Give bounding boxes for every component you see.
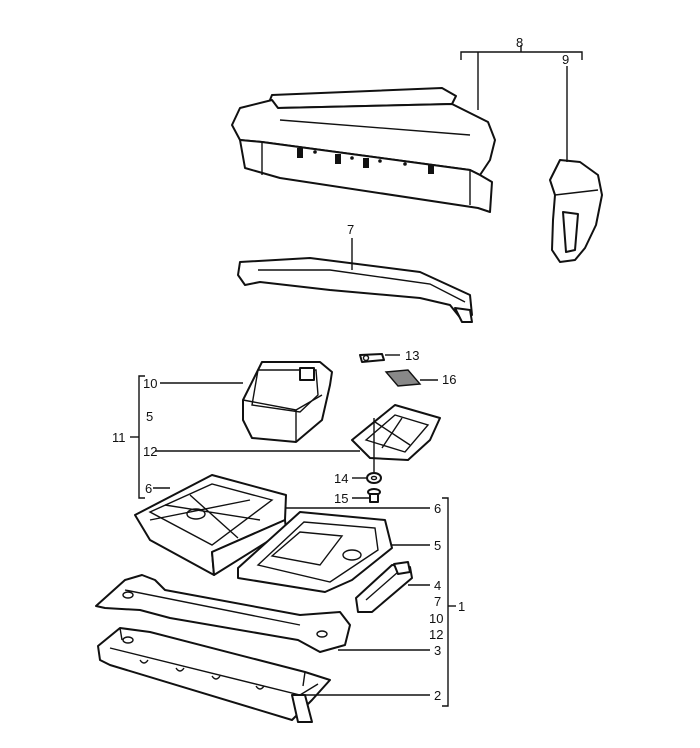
leader-lines (130, 45, 583, 707)
cross-member (237, 257, 473, 323)
callout-6-right: 6 (434, 501, 441, 516)
floor-tray (237, 511, 393, 593)
callout-6-left: 6 (145, 481, 152, 496)
clip-part (359, 353, 385, 363)
callout-8: 8 (516, 35, 523, 50)
callout-15: 15 (334, 491, 348, 506)
callout-2: 2 (434, 688, 441, 703)
callout-10-right: 10 (429, 611, 443, 626)
callout-13: 13 (405, 348, 419, 363)
floor-cross-member (95, 574, 351, 653)
foam-pad (384, 369, 422, 387)
bolt (367, 488, 381, 503)
rear-cross-panel (231, 87, 496, 213)
washer (366, 472, 382, 484)
callout-labels: 8 9 7 13 16 10 5 11 12 6 14 15 6 5 4 7 1… (112, 35, 569, 703)
storage-box (242, 361, 333, 443)
callout-16: 16 (442, 372, 456, 387)
callout-7: 7 (347, 222, 354, 237)
side-bracket (549, 159, 603, 263)
callout-12-right: 12 (429, 627, 443, 642)
callout-10-left: 10 (143, 376, 157, 391)
callout-3: 3 (434, 643, 441, 658)
rear-rocker-member (97, 627, 331, 723)
callout-14: 14 (334, 471, 348, 486)
callout-5-right: 5 (434, 538, 441, 553)
callout-12-left: 12 (143, 444, 157, 459)
callout-11: 11 (112, 430, 126, 445)
callout-7-right: 7 (434, 594, 441, 609)
callout-5-left: 5 (146, 409, 153, 424)
callout-4: 4 (434, 578, 441, 593)
callout-1: 1 (458, 599, 465, 614)
cover-plate (351, 404, 441, 461)
rail-bracket (355, 561, 413, 613)
callout-9: 9 (562, 52, 569, 67)
grid-panel (134, 474, 287, 576)
